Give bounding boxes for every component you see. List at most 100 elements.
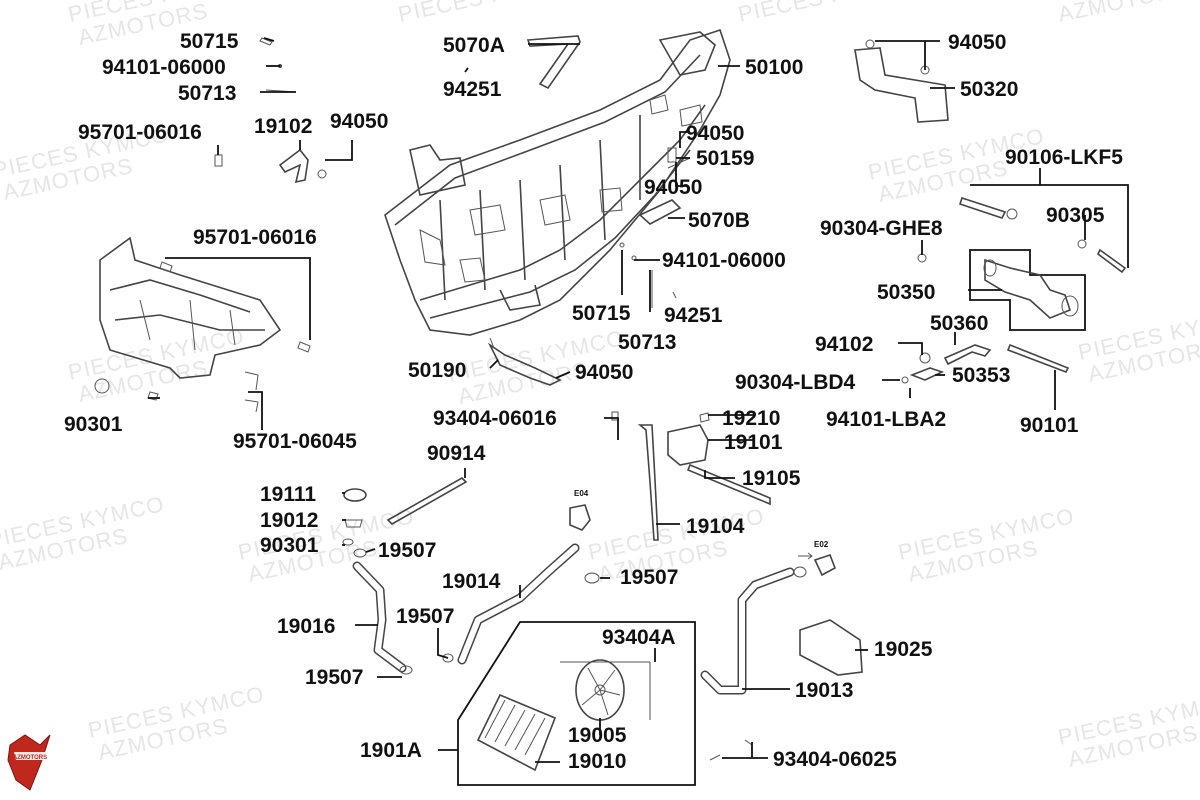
part-90101-drawing — [1006, 343, 1070, 374]
label-93404a: 93404A — [602, 626, 676, 649]
label-19507: 19507 — [620, 566, 678, 589]
part-5070a-drawing — [526, 35, 581, 90]
reservoir-19101-drawing — [611, 411, 771, 541]
label-50159: 50159 — [696, 147, 754, 170]
label-90101: 90101 — [1020, 414, 1079, 437]
label-50360: 50360 — [930, 312, 988, 335]
label-93404-06016: 93404-06016 — [433, 407, 557, 430]
hose-19014-inner — [459, 545, 578, 663]
radiator-19010-drawing — [476, 693, 557, 772]
fitting-e02-arrow — [798, 552, 813, 560]
label-19013: 19013 — [795, 679, 853, 702]
label-94101-06000: 94101-06000 — [662, 249, 786, 272]
label-94050: 94050 — [686, 122, 744, 145]
left-subframe-drawing — [94, 236, 311, 413]
radiator-box-1901a — [457, 621, 696, 786]
label-19105: 19105 — [742, 467, 801, 490]
cap-parts-drawing — [342, 488, 367, 558]
central-bolts-drawing — [619, 147, 691, 308]
label-50320: 50320 — [960, 78, 1018, 101]
hardware-top-left — [214, 37, 297, 167]
part-19102-drawing — [278, 148, 309, 184]
hose-19013-inner — [702, 569, 793, 693]
label-90106-lkf5: 90106-LKF5 — [1005, 146, 1123, 169]
label-93404-06025: 93404-06025 — [773, 748, 897, 771]
label-90301: 90301 — [260, 534, 319, 557]
clamp-19507-drawing — [584, 572, 600, 584]
label-19005: 19005 — [568, 724, 627, 747]
label-19012: 19012 — [260, 509, 318, 532]
label-94251: 94251 — [664, 304, 723, 327]
label-90304-ghe8: 90304-GHE8 — [820, 217, 943, 240]
azmotors-logo: AZMOTORS — [7, 734, 51, 791]
thermostat-e04-drawing — [569, 504, 591, 531]
watermark-text: PIECES KYMCO — [396, 0, 577, 27]
part-50320-drawing — [854, 47, 949, 123]
watermark-group: PIECES KYMCO AZMOTORS PIECES KYMCO PIECE… — [0, 0, 1200, 772]
label-94050: 94050 — [948, 31, 1006, 54]
label-5070a: 5070A — [443, 34, 505, 57]
label-5070b: 5070B — [688, 209, 750, 232]
label-19102: 19102 — [254, 115, 312, 138]
label-94101-lba2: 94101-LBA2 — [826, 408, 946, 431]
label-19104: 19104 — [686, 515, 745, 538]
logo-text: AZMOTORS — [13, 755, 47, 761]
label-94102: 94102 — [815, 333, 873, 356]
label-19016: 19016 — [277, 615, 335, 638]
label-19210: 19210 — [722, 407, 780, 430]
label-50350: 50350 — [877, 281, 935, 304]
label-50190: 50190 — [408, 359, 466, 382]
label-94251: 94251 — [443, 78, 502, 101]
label-19010: 19010 — [568, 750, 626, 773]
label-1901a: 1901A — [360, 739, 422, 762]
label-95701-06016: 95701-06016 — [193, 226, 317, 249]
hose-19016-inner — [354, 563, 405, 671]
part-labels: 50715 94101-06000 50713 95701-06016 1910… — [64, 30, 1123, 773]
right-bolts-drawing — [917, 196, 1127, 274]
clamp-19507-drawing — [793, 566, 807, 578]
clamp-19507-drawing — [442, 653, 454, 663]
part-50350-drawing — [983, 258, 1079, 319]
fitting-e02-drawing — [813, 553, 836, 577]
label-94101-06000: 94101-06000 — [102, 56, 226, 79]
label-50715: 50715 — [572, 302, 631, 325]
watermark-text: AZMOTORS — [1056, 0, 1191, 27]
label-19101: 19101 — [724, 431, 783, 454]
label-95701-06045: 95701-06045 — [233, 430, 357, 453]
part-19025-drawing — [799, 619, 863, 676]
label-94050: 94050 — [575, 361, 633, 384]
label-19507: 19507 — [305, 666, 363, 689]
part-50190-drawing — [487, 342, 562, 386]
label-19507: 19507 — [396, 605, 454, 628]
label-19014: 19014 — [442, 570, 501, 593]
leader-lines — [148, 37, 1129, 763]
label-50100: 50100 — [745, 56, 803, 79]
label-90301: 90301 — [64, 413, 123, 436]
clamp-19507-drawing — [399, 665, 413, 675]
label-94050: 94050 — [644, 176, 702, 199]
label-50715: 50715 — [180, 30, 239, 53]
label-50713: 50713 — [178, 82, 236, 105]
label-50353: 50353 — [952, 364, 1010, 387]
label-e02: E02 — [814, 540, 829, 549]
nut-94050-drawing — [865, 39, 875, 49]
label-90305: 90305 — [1046, 204, 1105, 227]
label-94050: 94050 — [330, 110, 388, 133]
label-50713: 50713 — [618, 331, 676, 354]
label-90304-lbd4: 90304-LBD4 — [735, 371, 856, 394]
bolt-93404a-drawing — [560, 661, 651, 720]
bolt-93404-06025-drawing — [709, 739, 753, 761]
main-frame-drawing — [384, 28, 731, 336]
part-50360-drawing — [901, 344, 992, 384]
part-50190-detail — [489, 337, 495, 349]
label-e04: E04 — [574, 489, 589, 498]
fan-19005-drawing — [575, 659, 625, 721]
part-90914-drawing — [386, 477, 468, 525]
part-94050-drawing — [317, 169, 327, 179]
label-19111: 19111 — [260, 483, 316, 506]
label-95701-06016: 95701-06016 — [78, 121, 202, 144]
watermark-text: PIECES KYMCO — [736, 0, 917, 27]
part-50350-box — [969, 249, 1086, 331]
label-90914: 90914 — [427, 442, 486, 465]
